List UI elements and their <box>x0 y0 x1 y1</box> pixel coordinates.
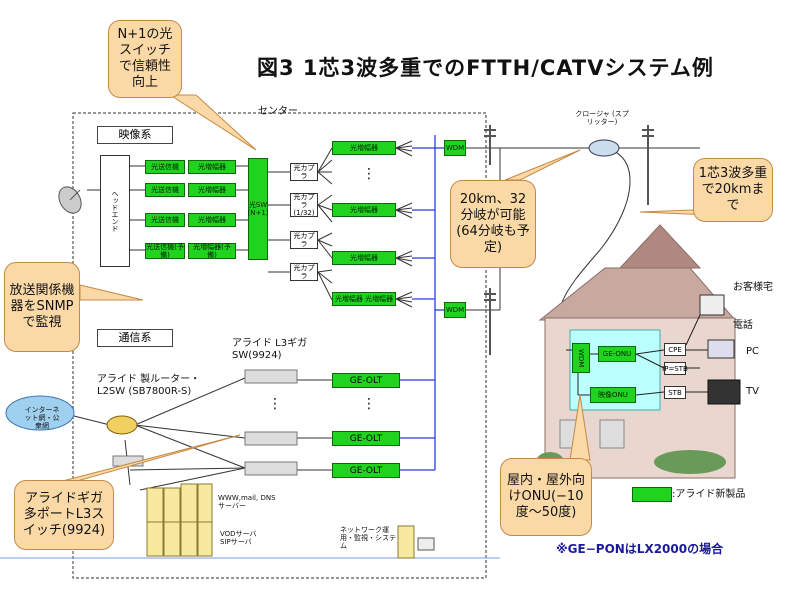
amplifier-box: 光増幅器 <box>332 141 396 155</box>
amplifier-box: 光増幅器 <box>332 251 396 265</box>
internet-cloud-icon <box>5 395 75 431</box>
phone-icon <box>699 294 725 316</box>
satellite-dish-icon <box>58 186 82 214</box>
pc-icon <box>707 339 735 359</box>
ge-olt-box: GE-OLT <box>332 463 400 478</box>
pc-label: PC <box>746 346 760 357</box>
video-onu-box: 映像ONU <box>590 387 636 403</box>
l3-switch-icon <box>244 369 298 384</box>
legend-label: :アライド新製品 <box>672 489 746 500</box>
phone-label: 電話 <box>733 320 753 331</box>
wdm-box: WDM <box>572 343 590 373</box>
ellipsis: ⋮ <box>362 396 376 412</box>
stb-box: STB <box>664 386 686 399</box>
callout-snmp: 放送関係機器をSNMPで監視 <box>4 262 80 352</box>
internet-label: インターネット網・公衆網 <box>24 406 60 430</box>
comm-system-label: 通信系 <box>97 329 173 347</box>
wdm-box: WDM <box>444 302 466 318</box>
amplifier-box: 光増幅器 <box>332 203 396 217</box>
amplifier-box: 光増幅器 <box>188 213 236 227</box>
wdm-box: WDM <box>444 140 466 156</box>
closure-label: クロージャ (スプリッター) <box>575 110 629 126</box>
optical-switch-box: 光SW (N+1) <box>248 158 269 260</box>
mgmt-server-icon <box>397 525 415 559</box>
closure-splitter-icon <box>588 139 620 157</box>
tv-icon <box>707 379 741 405</box>
callout-onu: 屋内・屋外向けONU(−10度〜50度) <box>500 458 592 536</box>
callout-branch: 20km、32分岐が可能(64分岐も予定) <box>450 180 536 268</box>
coupler-box: 光カプラ <box>290 231 318 249</box>
amplifier-box: 光増幅器 <box>188 183 236 197</box>
customer-home-label: お客様宅 <box>733 282 773 293</box>
legend-swatch <box>632 487 672 502</box>
l3-switch-icon <box>244 461 298 476</box>
tv-label: TV <box>746 386 759 397</box>
figure-title: 図3 1芯3波多重でのFTTH/CATVシステム例 <box>257 56 714 80</box>
footnote: ※GE−PONはLX2000の場合 <box>556 542 724 556</box>
transmitter-box: 光送信機 <box>145 213 185 227</box>
callout-gigaport: アライドギガ多ポートL3スイッチ(9924) <box>14 480 114 550</box>
callout-n1-switch: N+1の光スイッチで信頼性向上 <box>108 20 182 98</box>
l3-switch-icon <box>244 431 298 446</box>
transmitter-box: 光送信機 <box>145 160 185 174</box>
ip-stb-box: IP=STB <box>662 362 688 375</box>
ge-onu-box: GE-ONU <box>598 346 636 362</box>
amplifier-box: 光増幅器 <box>188 160 236 174</box>
cpe-box: CPE <box>664 343 686 356</box>
amplifier-backup-box: 光増幅器(予備) <box>188 243 236 259</box>
coupler-box: 光カプラ <box>290 263 318 281</box>
transmitter-backup-box: 光送信機(予備) <box>145 243 185 259</box>
coupler-box: 光カプラ <box>290 163 318 181</box>
ellipsis: ⋮ <box>268 396 282 412</box>
monitor-icon <box>417 537 435 551</box>
coupler-box: 光カプラ (1/32) <box>290 193 318 217</box>
video-system-label: 映像系 <box>97 126 173 144</box>
head-end-box: ヘッドエンド <box>100 155 130 267</box>
ge-olt-box: GE-OLT <box>332 431 400 446</box>
center-boundary <box>72 112 487 579</box>
www-server-label: WWW,mail, DNSサーバー <box>218 494 276 510</box>
amplifier-box: 光増幅器 光増幅器 <box>332 292 396 306</box>
ge-olt-box: GE-OLT <box>332 373 400 388</box>
l3-giga-switch-label: アライド L3ギガSW(9924) <box>232 338 308 361</box>
center-label: センター <box>258 106 298 117</box>
router-label: アライド 製ルーター・L2SW (SB7800R-S) <box>97 374 201 397</box>
server-rack-icon <box>146 483 213 557</box>
transmitter-box: 光送信機 <box>145 183 185 197</box>
vod-server-label: VODサーバ SIPサーバ <box>220 530 257 546</box>
mgmt-system-label: ネットワーク運用・監視・システム <box>340 526 396 550</box>
router-icon <box>106 415 138 435</box>
ellipsis: ⋮ <box>362 166 376 182</box>
callout-wave: 1芯3波多重で20kmまで <box>693 158 773 222</box>
